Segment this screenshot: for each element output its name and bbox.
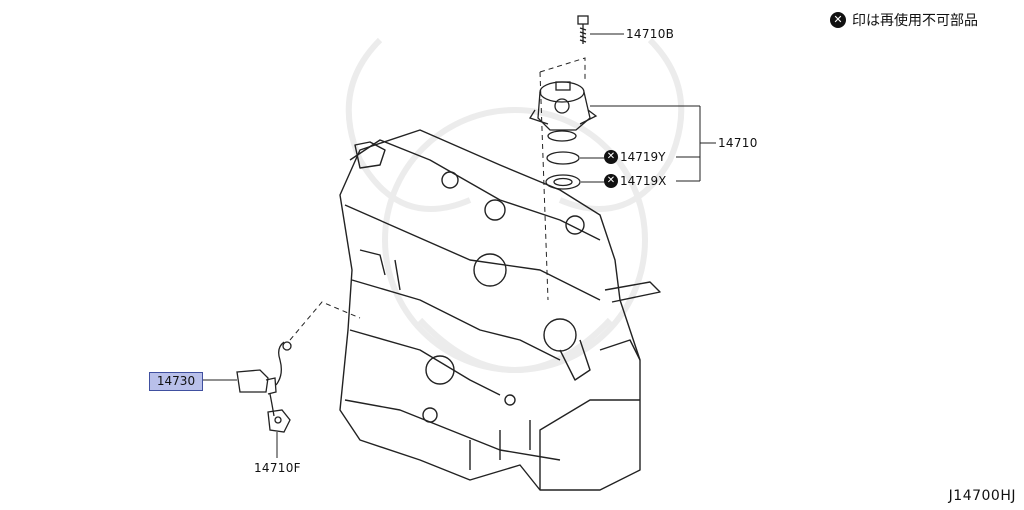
part-label-14719y[interactable]: 14719Y — [620, 150, 666, 164]
part-label-14719x[interactable]: 14719X — [620, 174, 667, 188]
part-label-14710f[interactable]: 14710F — [254, 461, 301, 475]
assembly-dashed-drop — [539, 71, 549, 301]
thermostat-housing — [529, 81, 598, 142]
x-circle-icon: ✕ — [830, 12, 846, 28]
x-circle-icon: ✕ — [604, 174, 618, 188]
part-label-14719y-group[interactable]: ✕ 14719Y — [604, 150, 666, 164]
assembly-dashed-leader — [539, 57, 586, 80]
part-label-14730-highlighted[interactable]: 14730 — [149, 372, 203, 391]
part-label-14710[interactable]: 14710 — [718, 136, 758, 150]
bolt-14710b — [577, 15, 589, 44]
reuse-legend: ✕ 印は再使用不可部品 — [830, 10, 978, 30]
legend-text: 印は再使用不可部品 — [852, 13, 978, 29]
sensor-14730 — [236, 341, 292, 417]
sensor-dashed-leader — [289, 301, 361, 341]
x-circle-icon: ✕ — [604, 150, 618, 164]
bracket-14710f — [267, 409, 291, 433]
part-label-14719x-group[interactable]: ✕ 14719X — [604, 174, 666, 188]
o-ring-14719y — [546, 151, 580, 165]
gasket-14719x — [545, 174, 581, 190]
part-label-14710b[interactable]: 14710B — [626, 27, 675, 41]
diagram-code: J14700HJ — [948, 488, 1016, 504]
group-bracket-14710 — [580, 105, 716, 183]
engine-block — [339, 129, 661, 491]
watermark-emblem — [345, 37, 685, 373]
